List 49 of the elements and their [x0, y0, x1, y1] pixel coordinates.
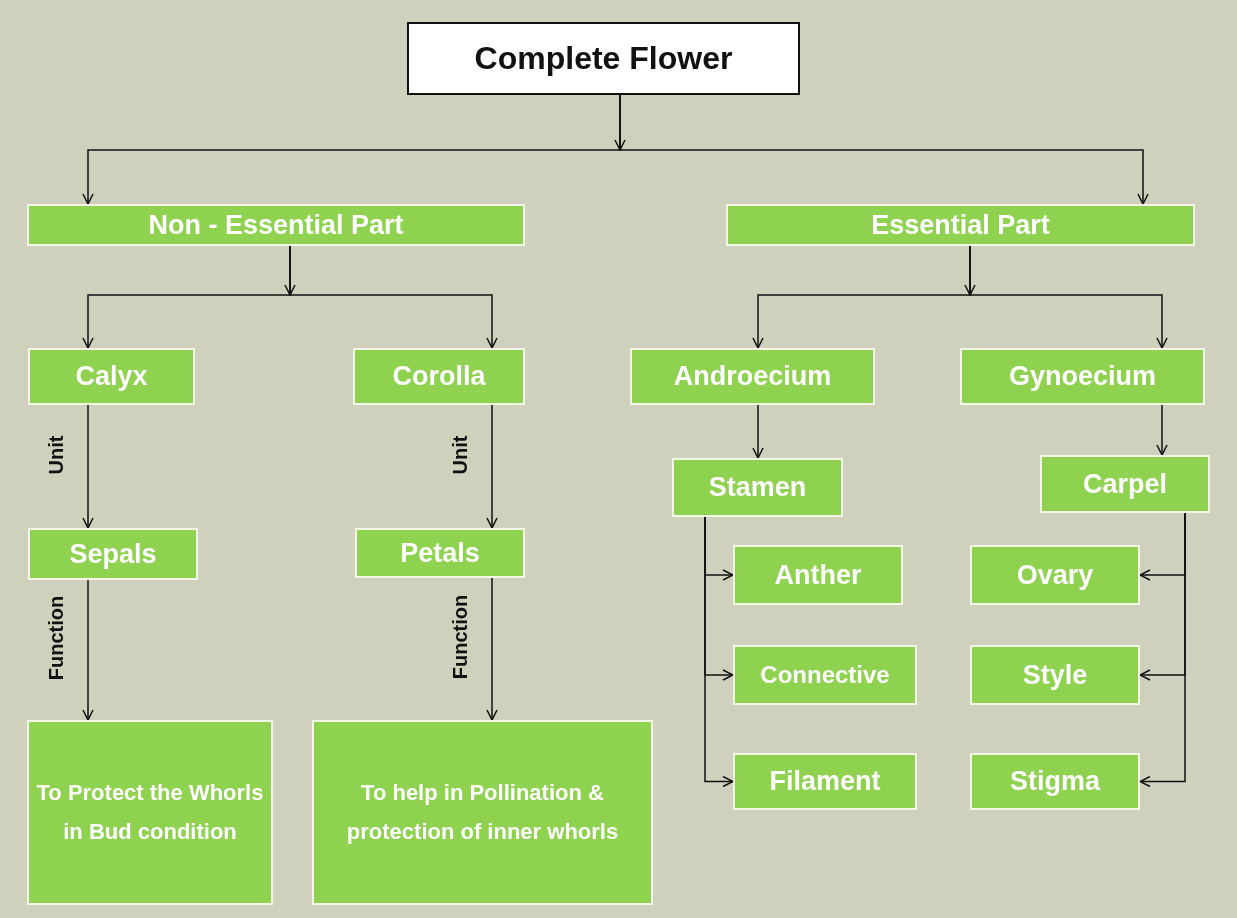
node-label: Androecium [673, 361, 832, 392]
node-label: Non - Essential Part [148, 209, 404, 241]
node-box [733, 545, 903, 605]
arrow [1139, 512, 1186, 788]
node-box [1040, 455, 1210, 513]
node-label: Style [1022, 659, 1088, 691]
arrow [1156, 404, 1168, 456]
node-label: Stigma [1010, 766, 1100, 797]
title-box [407, 22, 800, 95]
node-box [27, 204, 525, 246]
node-box [733, 645, 917, 705]
node-label: Ovary [1016, 559, 1094, 591]
arrow [619, 94, 1149, 205]
node-label: Gynoecium [1008, 361, 1156, 392]
node-label: Calyx [75, 361, 148, 392]
arrow [969, 245, 1168, 349]
node-box [970, 753, 1140, 810]
node-box [960, 348, 1205, 405]
arrow [752, 404, 764, 459]
node-box [28, 348, 195, 405]
node-label: Anther [774, 559, 862, 591]
node-label: Carpel [1082, 468, 1167, 500]
arrow [82, 579, 94, 721]
node-box [733, 753, 917, 810]
arrow [486, 404, 498, 529]
node-box [630, 348, 875, 405]
arrow [704, 516, 734, 788]
node-label: To help in Pollination & protection of inner whorls [345, 779, 620, 846]
node-box [312, 720, 653, 905]
node-label: Complete Flower [474, 40, 733, 77]
arrow [82, 404, 94, 529]
node-label: To Protect the Whorls in Bud condition [35, 779, 265, 846]
arrow [486, 577, 498, 721]
node-label: Essential Part [871, 209, 1050, 241]
node-box [353, 348, 525, 405]
node-box [672, 458, 843, 517]
node-label: Sepals [69, 538, 157, 570]
node-label: Petals [400, 537, 480, 569]
node-label: Stamen [708, 472, 807, 503]
node-box [27, 720, 273, 905]
node-box [970, 645, 1140, 705]
node-label: Connective [760, 661, 890, 689]
node-label: Filament [769, 766, 881, 797]
node-box [28, 528, 198, 580]
node-box [355, 528, 525, 578]
node-box [726, 204, 1195, 246]
node-label: Corolla [392, 361, 486, 392]
arrow [289, 245, 498, 349]
node-box [970, 545, 1140, 605]
